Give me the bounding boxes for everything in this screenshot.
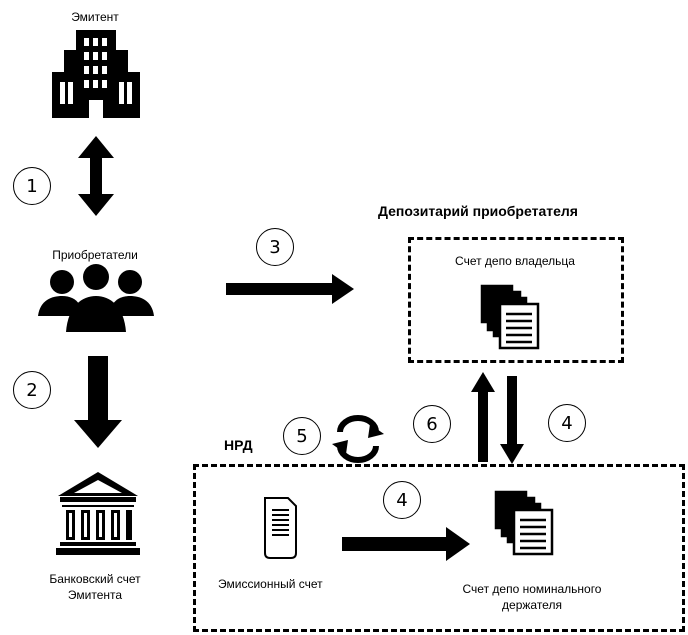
nominee-account-label-line2: держателя xyxy=(502,598,562,612)
issuance-to-nominee-arrow xyxy=(342,527,470,561)
office-building-icon xyxy=(52,30,140,118)
nsd-to-owner-account-arrow xyxy=(471,372,495,462)
circular-arrows-heads xyxy=(332,424,384,454)
owner-account-documents-icon xyxy=(480,284,540,350)
nominee-account-documents-icon xyxy=(494,490,554,556)
nsd-label: НРД xyxy=(224,437,253,453)
issuance-document-icon xyxy=(264,497,297,559)
issuer-buyers-double-arrow xyxy=(78,136,114,216)
nsd-box xyxy=(193,464,685,632)
step-1-badge: 1 xyxy=(13,167,51,205)
step-5-badge: 5 xyxy=(283,417,321,455)
bank-building-icon xyxy=(56,472,140,555)
step-3-badge: 3 xyxy=(256,228,294,266)
depository-title: Депозитарий приобретателя xyxy=(378,203,578,219)
step-6-badge: 6 xyxy=(413,405,451,443)
owner-account-to-nominee-arrow xyxy=(500,376,524,464)
owner-account-label: Счет депо владельца xyxy=(455,254,575,268)
issuer-label: Эмитент xyxy=(71,10,119,24)
step-2-badge: 2 xyxy=(13,371,51,409)
step-4-badge-horizontal: 4 xyxy=(383,481,421,519)
nominee-account-label-line1: Счет депо номинального xyxy=(462,582,602,596)
bank-account-label-line2: Эмитента xyxy=(67,588,123,602)
buyers-to-owner-account-arrow xyxy=(226,274,354,304)
buyer-depository-box xyxy=(408,237,624,363)
circular-arrows-icon xyxy=(337,415,379,463)
buyers-to-bank-arrow xyxy=(74,356,122,448)
buyers-label: Приобретатели xyxy=(52,248,138,262)
issuance-account-label: Эмиссионный счет xyxy=(218,577,323,591)
step-4-badge-vertical: 4 xyxy=(548,404,586,442)
bank-account-label-line1: Банковский счет xyxy=(49,572,141,586)
group-of-people-icon xyxy=(38,264,154,332)
